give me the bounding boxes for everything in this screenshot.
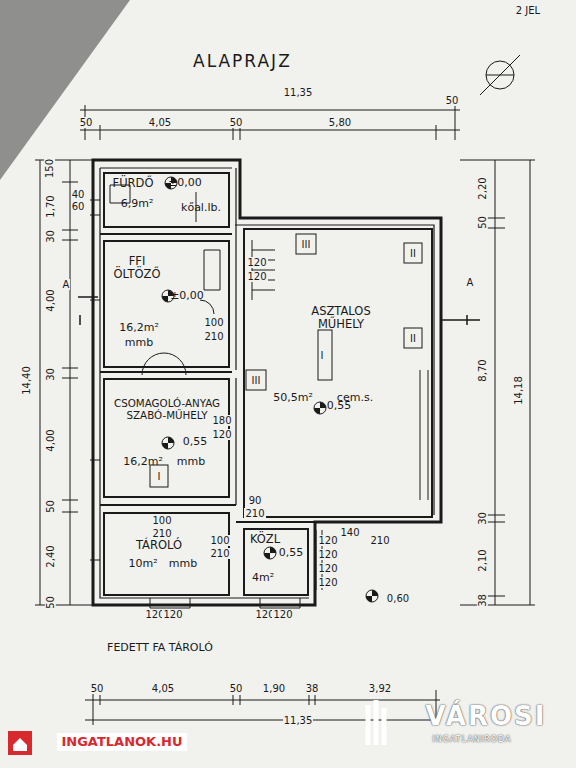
label: 30: [44, 367, 55, 382]
label: 14,18: [512, 375, 523, 406]
room-name: KÖZL: [250, 533, 280, 546]
room-name: FÜRDŐ: [113, 177, 154, 190]
label: 40: [71, 189, 86, 200]
label: III: [251, 375, 262, 386]
label: 4,00: [44, 288, 55, 312]
room-box: ASZTALOS MŰHELY50,5m²cem.s.0,55: [243, 228, 433, 518]
room-box: KÖZL0,55 4m²: [243, 528, 309, 596]
label: FEDETT FA TÁROLÓ: [106, 642, 214, 654]
room-note: 10m²: [128, 558, 157, 571]
label: 2,40: [44, 544, 55, 568]
room-note: 0,55: [279, 547, 304, 560]
room-note: mmb: [125, 337, 153, 350]
room-name: FFI ÖLTÖZŐ: [112, 255, 162, 281]
walls: [93, 160, 441, 605]
room-note: 50,5m²: [273, 392, 313, 405]
title: ALAPRAJZ: [192, 52, 293, 71]
room-note: 16,2m²: [119, 322, 159, 335]
logos: [8, 700, 384, 755]
label: 38: [476, 593, 487, 608]
room-note: ±0,00: [170, 290, 204, 303]
label: 150: [45, 157, 56, 178]
label: 4,05: [151, 683, 175, 694]
label: II: [409, 333, 417, 344]
label: 90: [248, 495, 263, 506]
label: 210: [203, 331, 224, 342]
label: 1,70: [44, 194, 55, 218]
label: 3,92: [368, 683, 392, 694]
label: 50: [476, 215, 487, 230]
label: 50: [229, 117, 244, 128]
room-note: ±0,00: [168, 177, 202, 190]
dimension-lines: [35, 105, 535, 725]
label: II: [409, 248, 417, 259]
label: 210: [151, 528, 172, 539]
label: 38: [305, 683, 320, 694]
label: 100: [151, 515, 172, 526]
label: 120: [317, 549, 338, 560]
room-box: FÜRDŐ ±0,00 6,9m² kőal.lb.: [103, 172, 230, 228]
label: 8,70: [476, 358, 487, 382]
label: 1,90: [262, 683, 286, 694]
label: 4,00: [44, 428, 55, 452]
label: I: [320, 350, 325, 361]
label: 120: [246, 257, 267, 268]
label: 120: [272, 609, 293, 620]
label: 30: [476, 511, 487, 526]
label: 120: [317, 577, 338, 588]
room-name: TÁROLÓ: [136, 539, 182, 552]
label: 120: [211, 429, 232, 440]
room-note: 0,55: [183, 436, 208, 449]
label: 11,35: [283, 87, 314, 98]
label: 100: [203, 317, 224, 328]
label: 50: [445, 95, 460, 106]
room-name: ASZTALOS MŰHELY: [299, 305, 383, 331]
label: 60: [71, 201, 86, 212]
label: A: [62, 279, 71, 290]
label: III: [301, 239, 312, 250]
label: 120: [162, 609, 183, 620]
label: 2,10: [476, 548, 487, 572]
label: 2,20: [476, 176, 487, 200]
label: 2 JEL: [515, 5, 541, 16]
room-name: CSOMAGOLÓ-ANYAG SZABÓ-MŰHELY: [106, 398, 228, 422]
label: 11,35: [283, 715, 314, 726]
label: 100: [209, 535, 230, 546]
room-box: FFI ÖLTÖZŐ ±0,00 16,2m² mmb: [103, 240, 230, 368]
label: 210: [209, 548, 230, 559]
label: 120: [246, 271, 267, 282]
room-note: mmb: [169, 558, 197, 571]
label: 50: [44, 595, 55, 610]
label: 0,60: [386, 593, 410, 604]
room-note: mmb: [177, 456, 205, 469]
label: A: [466, 277, 475, 288]
fixtures: [90, 55, 520, 608]
label: 5,80: [328, 117, 352, 128]
paper-shadow: [0, 0, 130, 180]
label: 210: [244, 508, 265, 519]
label: 50: [79, 117, 94, 128]
room-note: kőal.lb.: [181, 202, 221, 215]
room-note: 6,9m²: [121, 198, 154, 211]
room-note: 16,2m²: [123, 456, 163, 469]
label: 120: [317, 563, 338, 574]
watermark: INGATLANOK.HU: [57, 733, 186, 751]
label: 50: [229, 683, 244, 694]
label: 140: [339, 527, 360, 538]
room-note: 4m²: [252, 572, 274, 585]
label: 120: [317, 535, 338, 546]
label: 14,40: [20, 365, 31, 396]
label: 30: [44, 229, 55, 244]
watermark: INGATLANIRODA: [431, 736, 512, 745]
label: 180: [211, 415, 232, 426]
label: 210: [369, 535, 390, 546]
label: 4,05: [148, 117, 172, 128]
room-note: 0,55: [327, 400, 352, 413]
label: 50: [90, 683, 105, 694]
label: 50: [44, 499, 55, 514]
watermark: VÁROSI: [424, 702, 547, 731]
label: I: [157, 471, 162, 482]
